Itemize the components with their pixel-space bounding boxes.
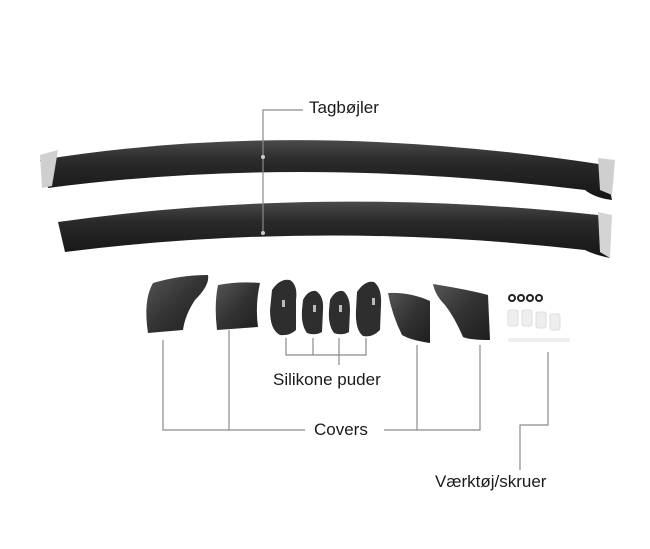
- pad-details: [282, 298, 375, 312]
- screws: [507, 309, 561, 331]
- wrench: [508, 338, 570, 342]
- label-tools-screws: Værktøj/skruer: [435, 472, 547, 491]
- cover-left-outer: [146, 275, 209, 333]
- silicone-pad-1: [270, 279, 297, 336]
- label-silicone-pads: Silikone puder: [273, 370, 381, 389]
- label-covers: Covers: [314, 420, 368, 439]
- cover-right-outer: [433, 284, 490, 340]
- cover-right-inner: [388, 292, 430, 343]
- roof-bar-top-end-left: [40, 150, 58, 188]
- silicone-pad-3: [328, 290, 350, 335]
- roof-bar-bottom: [58, 201, 610, 258]
- roof-bar-top-end-right: [598, 158, 615, 195]
- roof-bar-top: [40, 140, 612, 200]
- cover-left-inner: [215, 282, 260, 330]
- washers: [508, 294, 543, 302]
- silicone-pad-4: [355, 281, 382, 337]
- roof-bar-bottom-end-right: [598, 212, 612, 258]
- label-roof-bars: Tagbøjler: [309, 98, 379, 117]
- silicone-pad-2: [301, 290, 324, 335]
- leader-lines: [162, 109, 549, 470]
